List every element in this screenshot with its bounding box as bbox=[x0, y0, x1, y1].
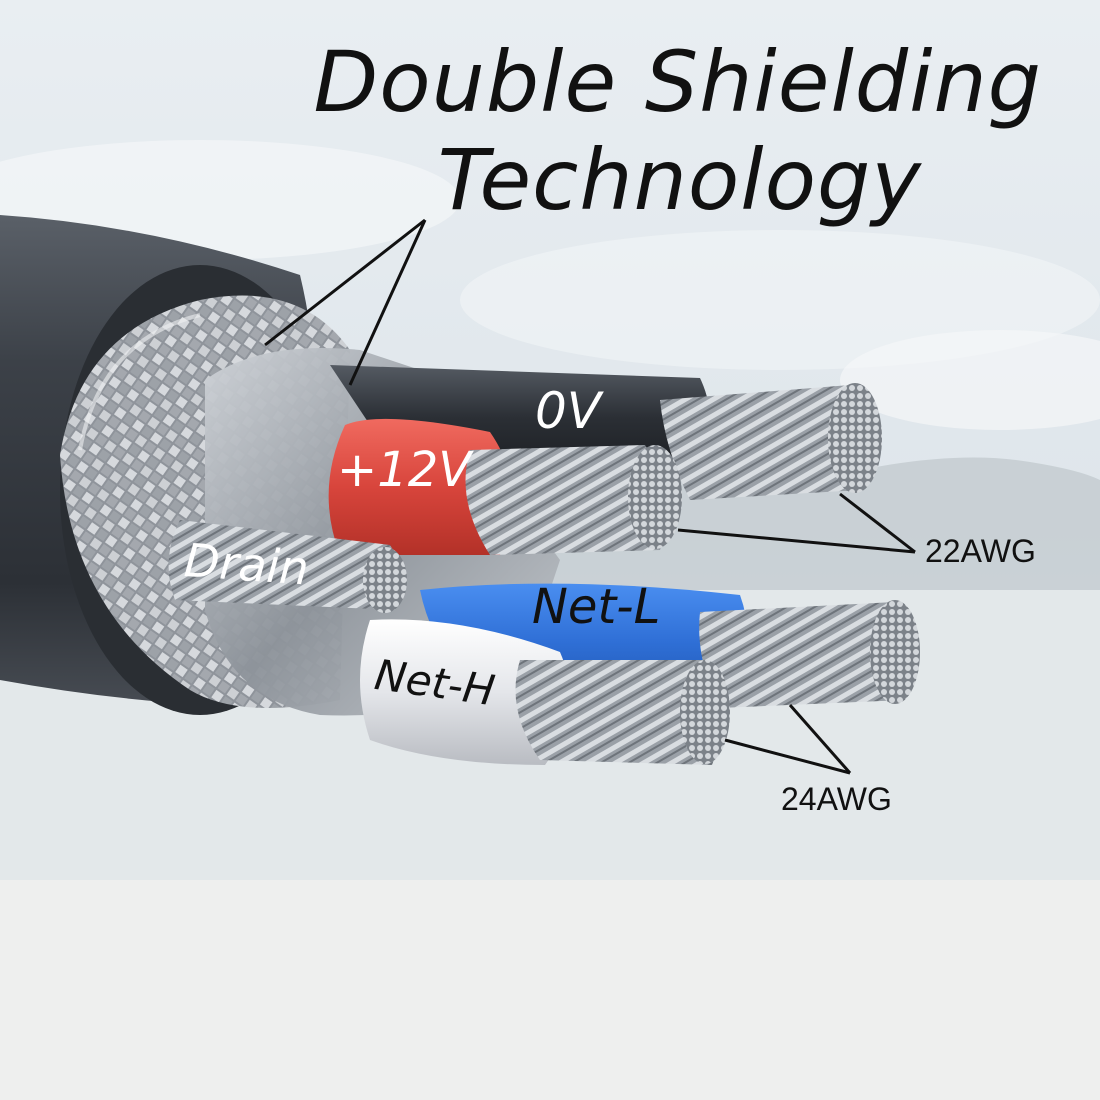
label-zero-v: 0V bbox=[535, 382, 602, 440]
plus-12v-end bbox=[628, 445, 682, 549]
plus-12v-strands bbox=[465, 445, 668, 555]
drain-end bbox=[363, 547, 407, 613]
net-l-end bbox=[870, 600, 920, 704]
net-l-strands bbox=[699, 602, 913, 708]
beach-sand bbox=[0, 880, 1100, 1100]
plus-12v-insulation bbox=[328, 418, 513, 555]
label-24awg: 24AWG bbox=[781, 781, 892, 817]
leader-lines bbox=[264, 218, 916, 775]
zero-v-end bbox=[828, 383, 882, 493]
label-plus-12v: +12V bbox=[337, 442, 472, 498]
label-net-l: Net-L bbox=[532, 579, 661, 635]
awg22-leader-a bbox=[839, 492, 916, 554]
braided-shield-highlight bbox=[78, 313, 201, 451]
awg24-leader-a bbox=[788, 704, 852, 774]
shield-leader-outer bbox=[264, 218, 426, 347]
drain-strands bbox=[168, 520, 402, 610]
net-h-insulation bbox=[360, 619, 570, 765]
net-h-strands bbox=[515, 660, 722, 765]
label-drain: Drain bbox=[182, 533, 311, 596]
awg22-leader-b bbox=[677, 528, 916, 554]
awg24-leader-b bbox=[724, 738, 851, 775]
net-h-end bbox=[680, 660, 730, 764]
title-line-2: Technology bbox=[437, 131, 922, 229]
title-line-1: Double Shielding bbox=[313, 33, 1042, 131]
label-22awg: 22AWG bbox=[925, 533, 1036, 569]
zero-v-strands bbox=[660, 385, 868, 500]
shield-leader-inner bbox=[348, 219, 427, 386]
cloud bbox=[840, 330, 1100, 430]
